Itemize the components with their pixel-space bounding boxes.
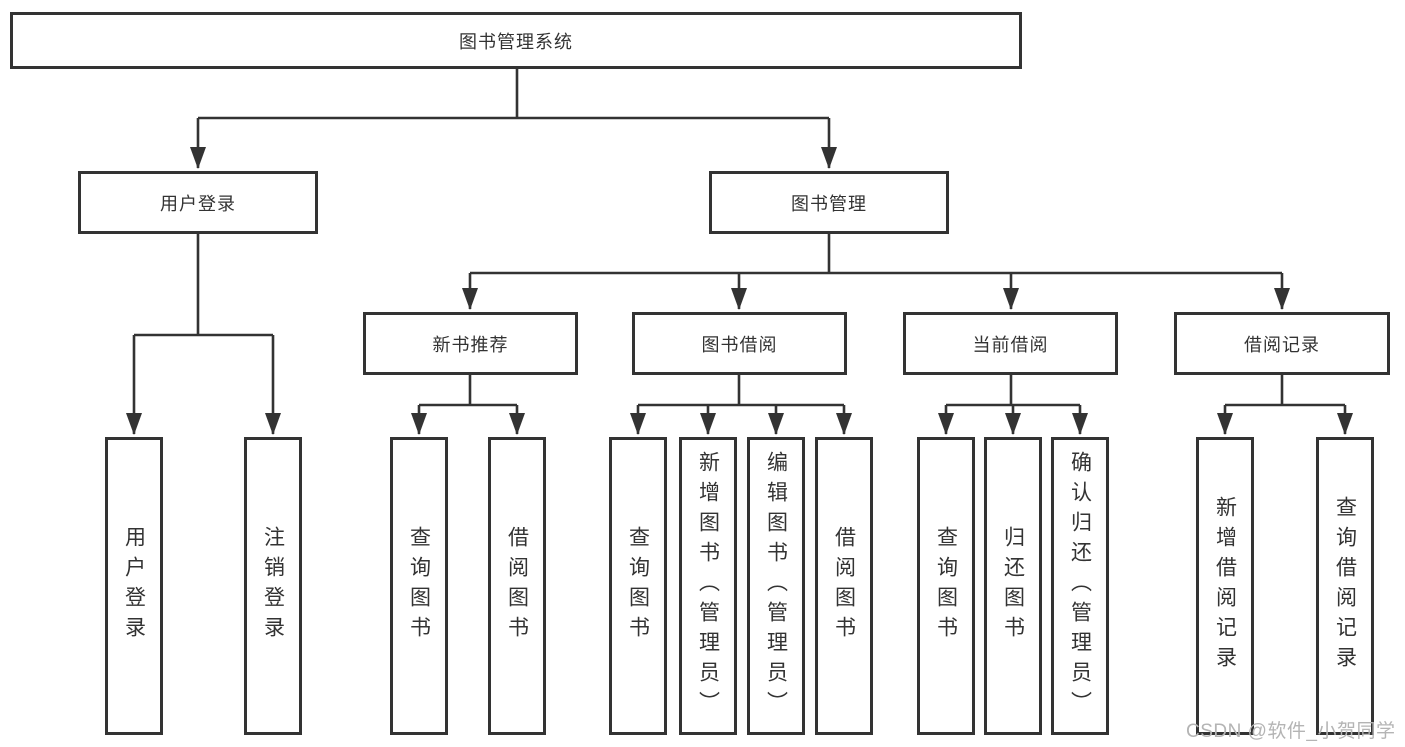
leaf-edit-book-admin: 编辑图书（管理员） (747, 437, 805, 735)
root-to-level2-connector (190, 68, 837, 169)
leaf-query-books-borrowing: 查询图书 (609, 437, 667, 735)
records-branch-connector (1217, 375, 1353, 435)
leaf-query-borrow-record: 查询借阅记录 (1316, 437, 1374, 735)
user-login-branch-connector (126, 234, 281, 435)
new-books-branch-connector (411, 375, 525, 435)
book-mgmt-branch-connector (462, 234, 1290, 310)
leaf-query-books-newbooks: 查询图书 (390, 437, 448, 735)
current-branch-connector (938, 375, 1088, 435)
leaf-add-book-admin: 新增图书（管理员） (679, 437, 737, 735)
borrowing-branch-connector (630, 375, 852, 435)
node-user-login: 用户登录 (78, 171, 318, 234)
node-current-borrowing: 当前借阅 (903, 312, 1118, 375)
leaf-confirm-return-admin: 确认归还（管理员） (1051, 437, 1109, 735)
node-borrowing: 图书借阅 (632, 312, 847, 375)
leaf-return-book: 归还图书 (984, 437, 1042, 735)
leaf-logout: 注销登录 (244, 437, 302, 735)
leaf-user-login: 用户登录 (105, 437, 163, 735)
leaf-borrow-books-newbooks: 借阅图书 (488, 437, 546, 735)
node-new-books: 新书推荐 (363, 312, 578, 375)
leaf-add-borrow-record: 新增借阅记录 (1196, 437, 1254, 735)
leaf-borrow-books-borrowing: 借阅图书 (815, 437, 873, 735)
node-borrow-records: 借阅记录 (1174, 312, 1390, 375)
node-book-mgmt: 图书管理 (709, 171, 949, 234)
node-root-system: 图书管理系统 (10, 12, 1022, 69)
leaf-query-books-current: 查询图书 (917, 437, 975, 735)
csdn-watermark: CSDN @软件_小贺同学 (1186, 721, 1396, 742)
